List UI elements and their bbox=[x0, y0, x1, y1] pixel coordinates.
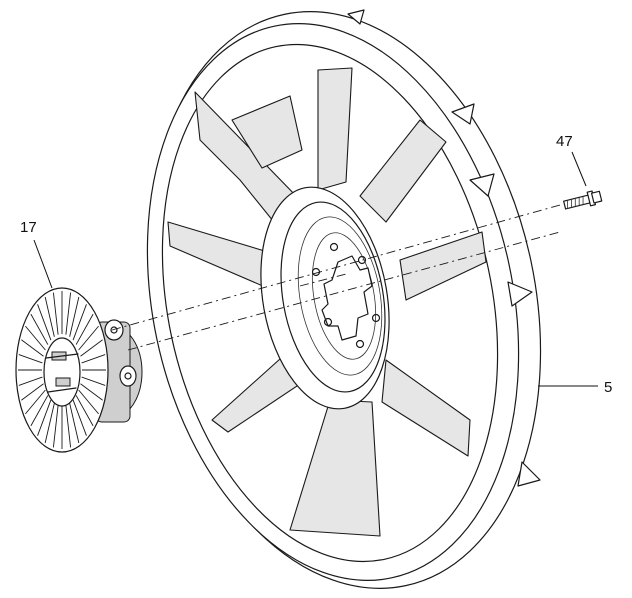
fan-hub-bore-ring bbox=[312, 232, 376, 360]
fan-blade-rear bbox=[231, 95, 303, 169]
callouts: 17 47 5 bbox=[20, 133, 612, 396]
hub-bolt-hole bbox=[357, 255, 367, 265]
clutch-fin bbox=[18, 354, 43, 364]
ring-fin bbox=[451, 103, 475, 125]
clutch-fin bbox=[37, 399, 52, 436]
clutch-fin bbox=[44, 296, 55, 337]
clutch-fin bbox=[80, 339, 103, 357]
clutch-center-plate bbox=[43, 337, 81, 407]
callout-47: 47 bbox=[556, 133, 573, 150]
fan-clutch bbox=[15, 287, 143, 453]
clutch-fin bbox=[37, 304, 52, 341]
clutch-fin bbox=[69, 296, 80, 337]
clutch-fin bbox=[72, 399, 87, 436]
clutch-fin bbox=[52, 292, 59, 335]
bolt-thread bbox=[567, 196, 584, 209]
fan-blades bbox=[167, 67, 487, 537]
clutch-fin bbox=[30, 395, 49, 427]
clutch-fin bbox=[44, 403, 55, 444]
clutch-fin bbox=[25, 389, 46, 415]
clutch-fin bbox=[21, 383, 44, 401]
clutch-fin bbox=[81, 354, 106, 364]
ring-fin bbox=[507, 281, 533, 307]
clutch-mount-boss bbox=[119, 365, 137, 387]
clutch-fin bbox=[65, 292, 72, 335]
clutch-fin bbox=[65, 405, 72, 448]
assembly-centerlines bbox=[111, 204, 561, 351]
clutch-mount-boss bbox=[104, 319, 124, 341]
clutch-fin bbox=[75, 313, 94, 345]
fan-blade bbox=[381, 359, 471, 457]
clutch-fin bbox=[21, 339, 44, 357]
mounting-bolt bbox=[563, 190, 603, 210]
ring-fin bbox=[517, 461, 541, 487]
clutch-fin bbox=[80, 383, 103, 401]
clutch-fin bbox=[75, 395, 94, 427]
clutch-fin bbox=[69, 403, 80, 444]
clutch-fin bbox=[18, 376, 43, 386]
leader-17 bbox=[33, 239, 53, 289]
clutch-fin bbox=[78, 325, 99, 351]
clutch-mount-hole bbox=[124, 372, 132, 380]
leader-47 bbox=[571, 151, 587, 187]
clutch-spring-clip bbox=[55, 377, 71, 387]
clutch-fin bbox=[81, 376, 106, 386]
clutch-fin bbox=[25, 325, 46, 351]
clutch-fin bbox=[72, 304, 87, 341]
hub-bolt-hole bbox=[371, 313, 381, 323]
fan-blade bbox=[399, 231, 487, 301]
hub-bolt-hole bbox=[323, 317, 333, 327]
clutch-fin bbox=[30, 313, 49, 345]
clutch-bimetal-strip bbox=[45, 353, 79, 393]
clutch-fin bbox=[78, 389, 99, 415]
fan-assembly bbox=[146, 9, 542, 589]
fan-blade bbox=[317, 67, 353, 191]
clutch-fin bbox=[52, 405, 59, 448]
clutch-cooling-fins bbox=[18, 291, 106, 449]
hub-bolt-hole bbox=[329, 242, 339, 252]
centerline bbox=[127, 231, 561, 351]
bolt-head bbox=[590, 190, 603, 204]
callout-17: 17 bbox=[20, 219, 37, 236]
centerline bbox=[299, 273, 347, 287]
centerline bbox=[111, 204, 561, 331]
hub-bolt-hole bbox=[355, 339, 365, 349]
hub-pilot-bore bbox=[321, 255, 373, 341]
callout-5: 5 bbox=[604, 379, 612, 396]
clutch-mount-hole bbox=[110, 326, 118, 334]
fan-blade bbox=[359, 119, 447, 223]
ring-fin bbox=[347, 9, 365, 25]
ring-fin bbox=[469, 173, 495, 197]
